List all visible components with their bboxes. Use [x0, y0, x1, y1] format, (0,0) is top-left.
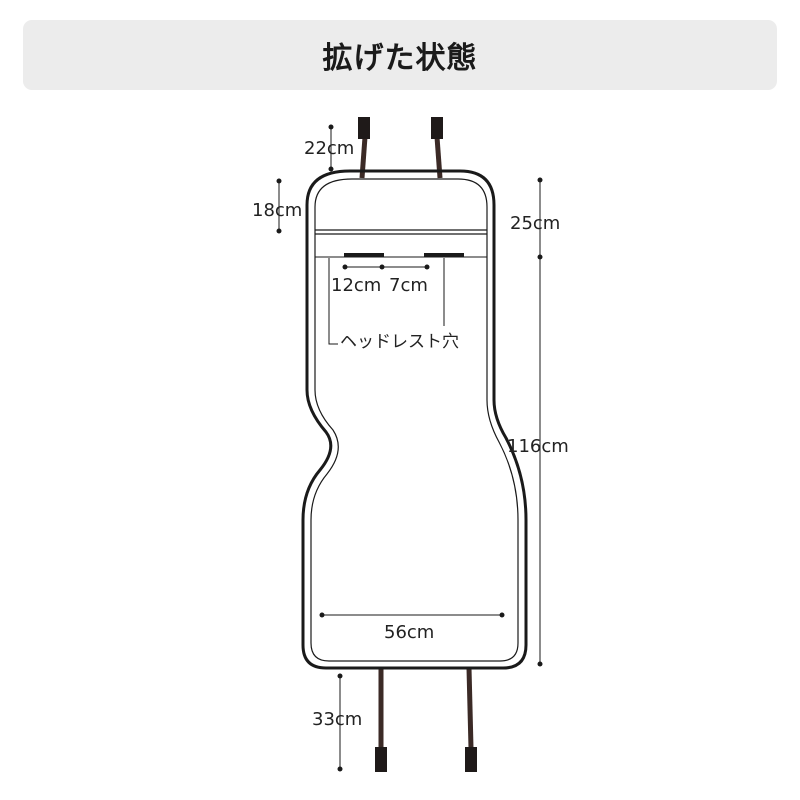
- bottom-strap-right: [465, 667, 477, 772]
- dim-pocket-height: [276, 178, 282, 234]
- dim-right-vertical: [537, 177, 543, 667]
- label-pocket-height: 18cm: [252, 200, 302, 221]
- bottom-left-buckle: [375, 747, 387, 772]
- top-strap-left: [358, 117, 370, 179]
- dim-strap-top: [328, 124, 334, 172]
- dim-width: [319, 612, 505, 618]
- label-total-length: 116cm: [507, 436, 569, 457]
- page-title: 拡げた状態: [322, 41, 478, 76]
- dim-strap-bottom: [337, 673, 343, 772]
- label-upper-section: 25cm: [510, 213, 560, 234]
- bottom-right-buckle: [465, 747, 477, 772]
- label-strap-top: 22cm: [304, 138, 354, 159]
- bottom-strap-left: [375, 668, 387, 772]
- label-width: 56cm: [384, 622, 434, 643]
- top-left-buckle: [358, 117, 370, 139]
- top-strap-right: [431, 117, 443, 179]
- label-strap-bottom: 33cm: [312, 709, 362, 730]
- label-hole-width: 12cm: [331, 275, 381, 296]
- title-banner: 拡げた状態: [23, 20, 777, 90]
- dim-headrest-holes: [342, 264, 430, 270]
- label-headrest-hole: ヘッドレスト穴: [340, 332, 459, 352]
- headrest-leader-left: [328, 258, 338, 345]
- label-hole-gap: 7cm: [389, 275, 428, 296]
- cover-outline-inner: [310, 178, 519, 662]
- cover-outline-outer: [301, 169, 528, 670]
- top-right-buckle: [431, 117, 443, 139]
